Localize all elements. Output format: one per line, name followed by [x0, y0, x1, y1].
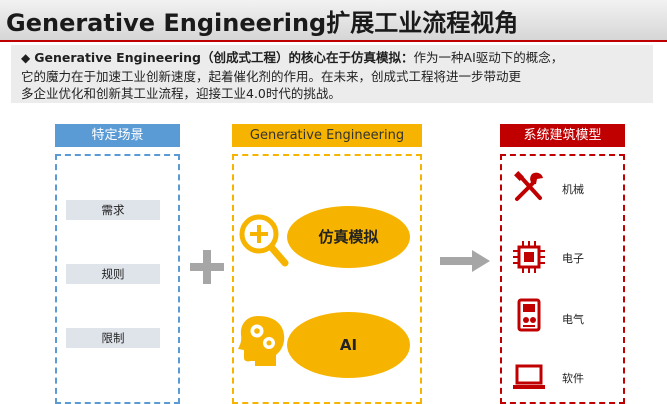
system-item-electronic: 电子 [562, 252, 584, 265]
description-text: ◆Generative Engineering（创成式工程）的核心在于仿真模拟：… [21, 49, 646, 103]
ge-ai: AI [287, 312, 410, 378]
title-bar: Generative Engineering扩展工业流程视角 [0, 0, 667, 42]
ge-header: Generative Engineering [232, 124, 422, 147]
right-arrow-icon [440, 250, 490, 272]
magnifier-plus-icon [239, 214, 289, 267]
scene-item-requirement: 需求 [66, 200, 160, 220]
ge-simulation: 仿真模拟 [287, 206, 410, 268]
scene-item-rules: 规则 [66, 264, 160, 284]
description-line1: 作为一种AI驱动下的概念， [413, 50, 564, 65]
system-header: 系统建筑模型 [500, 124, 625, 147]
plus-icon [190, 250, 224, 284]
description-line3: 多企业优化和创新其工业流程，迎接工业4.0时代的挑战。 [21, 86, 341, 101]
description-lead: Generative Engineering（创成式工程）的核心在于仿真模拟： [34, 50, 414, 65]
bullet-diamond-icon: ◆ [21, 51, 31, 65]
laptop-icon [513, 364, 545, 389]
system-item-mechanical: 机械 [562, 183, 584, 196]
scene-item-limits: 限制 [66, 328, 160, 348]
page-title: Generative Engineering扩展工业流程视角 [6, 9, 519, 37]
head-gears-icon [238, 316, 285, 366]
system-item-electrical: 电气 [562, 313, 584, 326]
scene-header: 特定场景 [55, 124, 180, 147]
description-box: ◆Generative Engineering（创成式工程）的核心在于仿真模拟：… [11, 45, 653, 103]
chip-icon [513, 241, 545, 273]
tools-icon [514, 171, 543, 201]
description-line2: 它的魔力在于加速工业创新速度，起着催化剂的作用。在未来，创成式工程将进一步带动更 [21, 68, 522, 84]
meter-icon [517, 298, 541, 332]
system-item-software: 软件 [562, 372, 584, 385]
